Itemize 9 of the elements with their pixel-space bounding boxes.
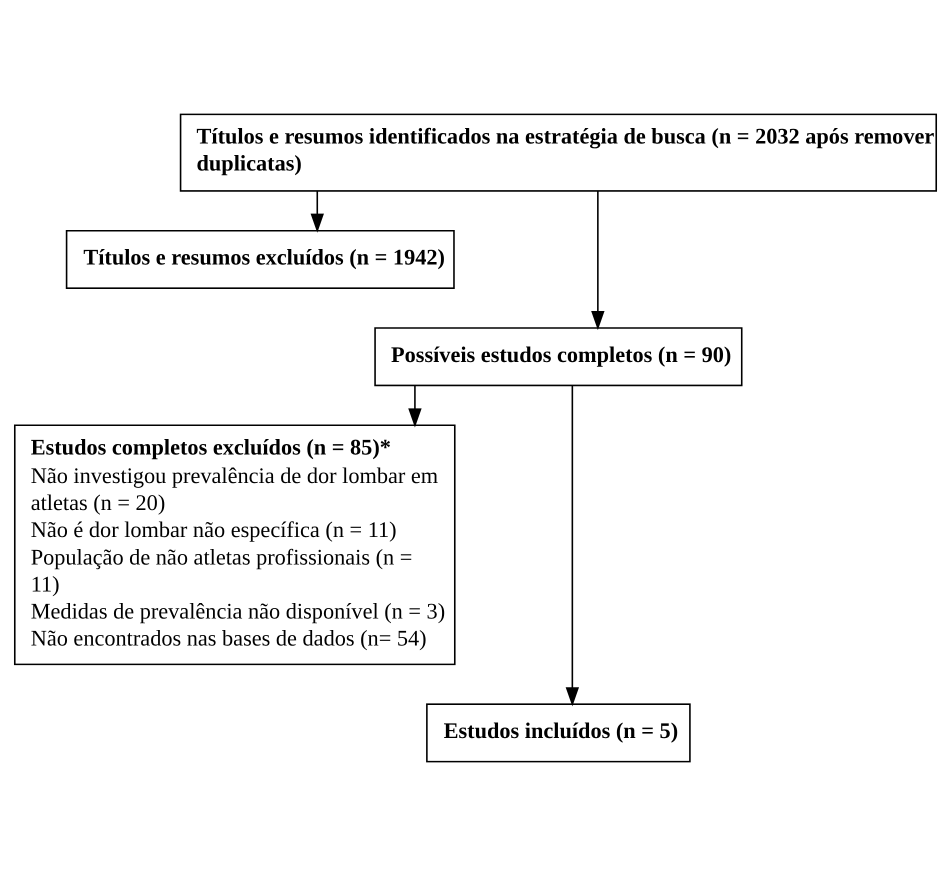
node-box: Possíveis estudos completos (n = 90) <box>374 327 743 386</box>
node-box: Estudos completos excluídos (n = 85)* Não investigou prevalência de dor lombar em atletas (n = 20) Não é dor lombar não específica (n = 11) População de não atletas profissionais (n = 11) Medidas de prevalência não disponível (n = 3) Não encontrados nas bases de dados (n= 54) <box>14 424 456 666</box>
arrow <box>566 386 580 706</box>
node-box: Títulos e resumos identificados na estratégia de busca (n = 2032 após remover duplicatas) <box>180 114 938 192</box>
arrow <box>408 386 422 428</box>
node-box: Títulos e resumos excluídos (n = 1942) <box>66 230 455 289</box>
arrow <box>310 191 324 233</box>
node-box: Estudos incluídos (n = 5) <box>426 703 691 762</box>
arrow <box>591 191 605 330</box>
